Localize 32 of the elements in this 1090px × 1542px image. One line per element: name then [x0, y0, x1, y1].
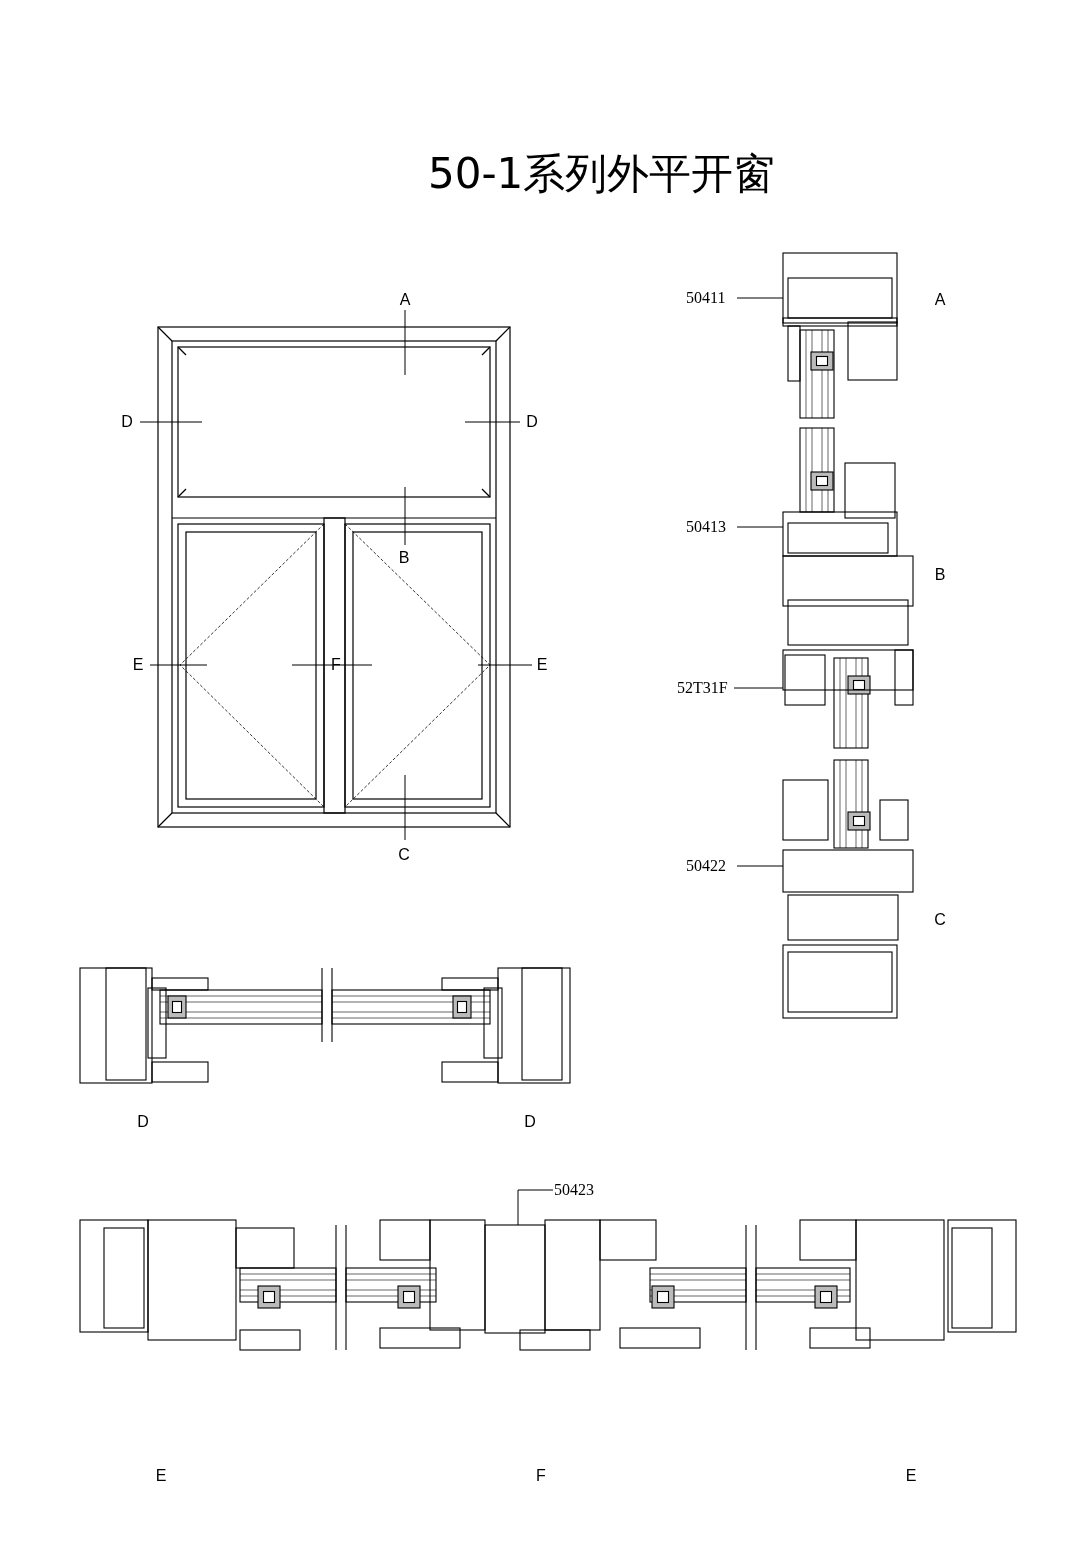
profile-section	[782, 649, 914, 691]
part-number: 50422	[686, 858, 726, 874]
leader-line	[733, 687, 784, 689]
section-letter: A	[399, 292, 411, 308]
section-letter: C	[398, 847, 410, 863]
section-letter: C	[934, 912, 946, 928]
section-letter: D	[137, 1114, 149, 1130]
part-number: 50423	[554, 1182, 594, 1198]
profile-section	[782, 252, 898, 324]
part-number: 50411	[686, 290, 726, 306]
section-letter: E	[132, 657, 144, 673]
leader-line	[736, 297, 784, 299]
title-text: 50-1系列外平开窗	[428, 148, 776, 200]
section-letter: E	[905, 1468, 917, 1484]
section-letter: B	[398, 550, 410, 566]
section-letter: D	[121, 414, 133, 430]
profile-section	[782, 511, 898, 557]
profile-section	[484, 1224, 546, 1334]
section-letter: D	[524, 1114, 536, 1130]
section-letter: F	[331, 657, 341, 673]
leader-line	[517, 1189, 554, 1226]
section-letter: E	[536, 657, 548, 673]
leader-line	[736, 526, 784, 528]
section-letter: E	[155, 1468, 167, 1484]
section-letter: B	[934, 567, 946, 583]
leader-line	[736, 865, 784, 867]
profile-section	[782, 849, 914, 893]
part-number: 50413	[686, 519, 726, 535]
section-letter: F	[536, 1468, 546, 1484]
section-letter: A	[934, 292, 946, 308]
section-letter: D	[526, 414, 538, 430]
part-number: 52T31F	[677, 680, 728, 696]
